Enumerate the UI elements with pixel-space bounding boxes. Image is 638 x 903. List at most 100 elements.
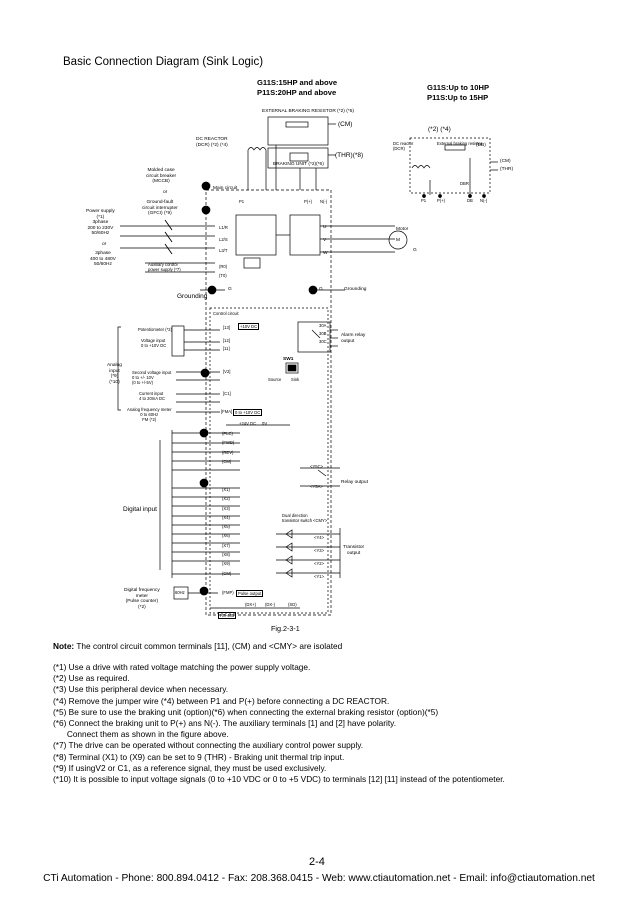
voltage-input-label: Voltage input 0 to +10V DC: [141, 338, 166, 348]
connection-diagram: [117, 116, 498, 616]
control-circuit-box: [209, 307, 329, 614]
terminal-l1: L1/R: [219, 225, 228, 230]
second-voltage-line-1: Second voltage input: [132, 370, 172, 375]
control-circuit-label: Control circuit: [213, 311, 239, 316]
power-supply-2-line-3: 50/60Hz: [94, 262, 112, 268]
dc-reactor-line-1: DC REACTOR: [196, 137, 228, 142]
input-x8: (X8): [222, 552, 230, 558]
p-plus-label: P(+): [304, 199, 313, 204]
mccb-line-1: Molded case: [147, 168, 175, 173]
aux-terminals: (R0) (T0): [219, 262, 227, 280]
term-y4: <Y4>: [314, 535, 325, 540]
note-line: Note: The control circuit common termina…: [53, 641, 342, 651]
input-cm: (CM): [222, 458, 232, 464]
terminal-l3: L3/T: [219, 248, 228, 253]
ground-left-g: G: [228, 287, 232, 292]
motor-m-label: M: [396, 238, 400, 243]
or2-label: or: [102, 242, 107, 247]
inputs-top: (PLC) (FWD) (REV) (CM): [222, 429, 234, 466]
potentiometer-label: Potentiometer (*2): [138, 327, 172, 332]
power-supply-2-line-2: 400 to 480V: [90, 256, 116, 262]
drive-outline: [205, 189, 332, 616]
meter-hz-label: 60Hz: [175, 590, 185, 595]
dfm-line-1: Digital frequency: [124, 588, 160, 593]
gfci-line-1: Ground-fault: [146, 200, 174, 205]
mccb-line-3: (MCCB): [152, 179, 170, 185]
cmy-label: <CMY>: [313, 518, 328, 523]
note-item: (*7) The drive can be operated without c…: [53, 740, 364, 751]
analog-input-line-1: Analog: [107, 363, 122, 368]
note-item: (*6) Connect the braking unit to P(+) an…: [53, 718, 397, 729]
n-minus-label: N(-): [320, 199, 328, 204]
fmp-label: (FMP): [222, 590, 234, 595]
input-x9: (X9): [222, 561, 230, 567]
relay-output-label: Relay output: [341, 480, 368, 485]
power-supply-line-3: 3phase: [92, 220, 109, 226]
term-dx-plus: (DX+): [245, 602, 257, 607]
n-minus-right-label: N(-): [480, 198, 488, 203]
analog-input-line-2: input: [109, 368, 120, 374]
note-item: (*3) Use this peripheral device when nec…: [53, 684, 229, 695]
digital-freq-meter-label: Digital frequency meter (Pulse counter) …: [124, 588, 160, 610]
alarm-relay-label: Alarm relay output: [341, 333, 365, 344]
circuit-marker: [201, 181, 211, 191]
term-30c: 30C: [319, 339, 327, 344]
transistor-output-line-1: Transistor: [343, 545, 365, 550]
header-mid: G11S:15HP and above P11S:20HP and above: [257, 78, 337, 98]
gfci-label: Ground-fault circuit interrupter (GFCI) …: [142, 200, 178, 217]
term-13: [13]: [223, 325, 230, 330]
power-supply-line-4: 200 to 230V: [87, 225, 114, 231]
term-y3: <Y3>: [314, 548, 325, 553]
or-label: or: [163, 190, 168, 195]
input-x2: (X2): [222, 496, 230, 502]
dbr-label: DBR: [460, 181, 469, 186]
ext-braking-resistor-label: EXTERNAL BRAKING RESISTOR (*2) (*5): [262, 109, 354, 114]
input-fwd: (FWD): [222, 440, 235, 446]
footer: CTi Automation - Phone: 800.894.0412 - F…: [43, 873, 595, 884]
analog-meter-line-3: FM (*2): [142, 417, 157, 422]
dc-reactor-label: DC REACTOR (DCR) (*2) (*4): [196, 137, 228, 148]
p-plus-right-label: P(+): [437, 198, 446, 203]
analog-input-label: Analog input (*9) (*10): [107, 363, 122, 385]
main-terminals: L1/R L2/S L3/T: [219, 222, 228, 257]
input-x1: (X1): [222, 487, 230, 492]
mccb-label: Molded case circuit breaker (MCCB): [146, 168, 176, 185]
ground-right-g: G: [319, 287, 323, 292]
header-mid-line-1: G11S:15HP and above: [257, 78, 338, 87]
term-fma: [FMA]: [221, 409, 233, 414]
input-x6: (X6): [222, 533, 230, 539]
term-y1: <Y1>: [314, 574, 325, 579]
terminal-u: U: [323, 225, 327, 230]
dfm-line-2: meter: [135, 593, 148, 599]
analog-meter-line-1: Analog frequency meter: [127, 407, 172, 412]
term-y5c: <Y5C>: [310, 464, 324, 469]
supply-10v-label: +10V DC: [238, 323, 260, 330]
note-item: (*5) Be sure to use the braking unit (op…: [53, 706, 439, 717]
term-30b: 30B: [319, 331, 327, 336]
term-dx-minus: (DX-): [265, 602, 276, 607]
sw1-label: SW1: [283, 357, 294, 362]
current-input-label: Current input 4 to 20mA DC: [139, 391, 165, 401]
term-11: [11]: [223, 346, 230, 351]
input-x3: (X3): [222, 505, 230, 511]
input-x4: (X4): [222, 514, 230, 520]
current-input-line-1: Current input: [139, 391, 164, 396]
db-label: (DB): [476, 143, 486, 148]
dc-reactor-small-label: DC reactor (DCR): [393, 141, 413, 151]
input-plc: (PLC): [222, 431, 233, 436]
rs485-label: RS-485: [218, 612, 237, 619]
output-terminals: U V W: [323, 221, 328, 260]
gfci-line-2: circuit interrupter: [142, 205, 178, 211]
p1-right-label: P1: [421, 198, 427, 203]
braking-unit-label: BRAKING UNIT (*2)(*6): [273, 162, 324, 167]
page-number: 2-4: [309, 856, 325, 868]
terminal-w: W: [323, 251, 328, 256]
power-supply-label: Power supply (*1) 3phase 200 to 230V 50/…: [86, 209, 115, 237]
p1-label: P1: [239, 199, 245, 204]
term-12: [12]: [223, 338, 230, 343]
power-supply-line-5: 50/60Hz: [91, 231, 110, 237]
dual-direction-line-2: transistor switch: [282, 518, 313, 523]
alarm-relay-line-1: Alarm relay: [341, 333, 366, 338]
main-circuit-label: Main circuit: [213, 186, 238, 191]
alarm-terms: 30A 30B 30C: [319, 322, 327, 346]
